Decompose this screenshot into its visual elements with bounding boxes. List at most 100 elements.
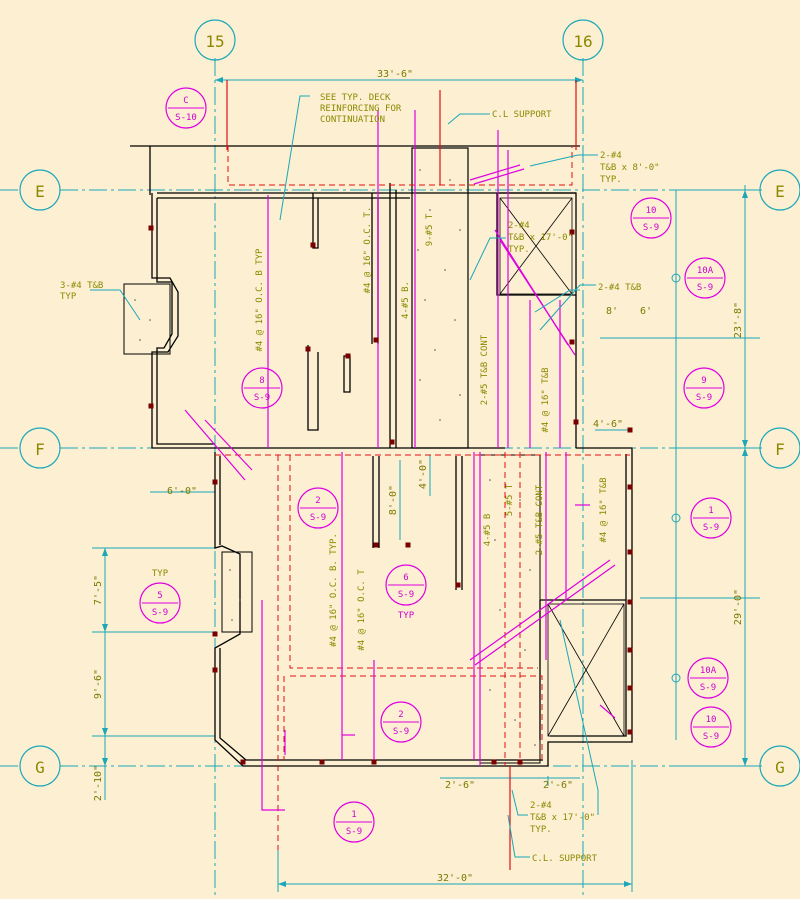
- callout-10a-lower: 10A S-9: [687, 657, 729, 699]
- callout-bottom: S-9: [254, 393, 270, 403]
- callout-1-bottom: 1 S-9: [333, 801, 375, 843]
- rebar-hooks: [148, 225, 633, 765]
- note-bars-tr-1: 2-#4: [600, 151, 622, 161]
- dim-bottom: 32'-0": [437, 873, 473, 884]
- rebar-label-8: #4 @ 16" O.C. T: [357, 569, 367, 651]
- rebar-label-2: #4 @ 16" O.C. T.: [363, 207, 373, 294]
- callouts: C S-10 10 S-9 10A S-9 8 S-9 9 S-9: [139, 87, 732, 843]
- note-cl-support-bottom: C.L. SUPPORT: [532, 854, 598, 864]
- grid-bubble-g-left: [19, 745, 61, 787]
- callout-top: 1: [351, 810, 356, 820]
- note-bars-tr-2: T&B x 8'-0": [600, 163, 660, 173]
- callout-9: 9 S-9: [683, 367, 725, 409]
- note-bars-mid-1: 2-#4: [508, 221, 530, 231]
- grid-label-f-left: F: [35, 440, 45, 459]
- grid-label-f-right: F: [775, 440, 785, 459]
- callout-top: 2: [315, 496, 320, 506]
- callout-bottom: S-9: [697, 283, 713, 293]
- callout-bottom: S-9: [393, 727, 409, 737]
- rebar-label-7: #4 @ 16" O.C. B. TYP.: [329, 533, 339, 647]
- dim-right-lower: 29'-0": [733, 589, 744, 625]
- callout-bottom: S-9: [703, 732, 719, 742]
- centerlines: [226, 80, 577, 870]
- wall-outlines: [130, 145, 633, 767]
- callout-typ-label: TYP: [152, 569, 169, 579]
- callout-10-lower: 10 S-9: [690, 706, 732, 748]
- rebar-labels: #4 @ 16" O.C. B TYP #4 @ 16" O.C. T. 4-#…: [255, 207, 609, 651]
- note-bars-bottom-1: 2-#4: [530, 801, 552, 811]
- callout-typ-label: TYP: [398, 611, 415, 621]
- callout-top: 10A: [697, 266, 714, 276]
- rebar-label-3: 4-#5 B.: [401, 281, 411, 319]
- rebar-label-1: #4 @ 16" O.C. B TYP: [255, 248, 265, 352]
- dim-four-six: 4'-6": [593, 419, 623, 430]
- callout-bottom: S-10: [175, 113, 197, 123]
- note-bars-tr-3: TYP.: [600, 175, 622, 185]
- dim-bot-left: 2'-6": [445, 780, 475, 791]
- callout-top: C: [183, 96, 188, 106]
- callout-bottom: S-9: [152, 608, 168, 618]
- dim-six: 6': [640, 306, 652, 317]
- note-cl-support-top: C.L SUPPORT: [492, 110, 552, 120]
- callout-bottom: S-9: [310, 513, 326, 523]
- callout-2-lower: 2 S-9: [380, 701, 422, 743]
- grid-bubble-f-left: [19, 427, 61, 469]
- grid-label-e-right: E: [775, 182, 785, 201]
- grid-bubble-16: [562, 19, 604, 61]
- rebar-label-12: #4 @ 16" T&B: [599, 477, 609, 542]
- callout-10-tr: 10 S-9: [630, 197, 672, 239]
- note-bars-mid-3: TYP.: [508, 245, 530, 255]
- dim-right-upper: 23'-8": [733, 302, 744, 338]
- callout-bottom: S-9: [696, 393, 712, 403]
- note-bars-mid-2: T&B x 17'-0": [508, 233, 573, 243]
- dim-eight-ft: 8'-0": [388, 485, 399, 515]
- grid-bubble-e-left: [19, 169, 61, 211]
- grid-label-g-left: G: [35, 758, 45, 777]
- note-deck-line-2: REINFORCING FOR: [320, 104, 402, 114]
- dimension-ticks: [102, 77, 748, 887]
- callout-6: 6 S-9 TYP: [385, 564, 427, 621]
- callout-top: 10A: [700, 666, 717, 676]
- dimension-texts: 33'-6" 32'-0" 23'-8" 29'-0" 7'-5" 9'-6" …: [93, 69, 744, 884]
- dim-six-ft: 6'-0": [167, 486, 197, 497]
- rebar-label-4: 9-#5 T: [425, 213, 435, 246]
- callout-bottom: S-9: [700, 683, 716, 693]
- callout-8: 8 S-9: [241, 367, 283, 409]
- callout-bottom: S-9: [398, 590, 414, 600]
- callout-2-upper: 2 S-9: [297, 487, 339, 529]
- callout-bottom: S-9: [703, 523, 719, 533]
- grid-bubbles: 15 16 E F G E F G: [19, 19, 800, 787]
- callout-top: 8: [259, 376, 264, 386]
- callout-top: 10: [706, 715, 717, 725]
- grid-label-g-right: G: [775, 758, 785, 777]
- callout-bottom: S-9: [346, 827, 362, 837]
- callout-10a-upper: 10A S-9: [684, 257, 726, 299]
- note-bars-bottom-3: TYP.: [530, 825, 552, 835]
- callout-top: 9: [701, 376, 706, 386]
- leader-lines: [90, 95, 599, 858]
- callout-top: 1: [708, 506, 713, 516]
- dim-bot-right: 2'-6": [543, 780, 573, 791]
- callout-bottom: S-9: [643, 223, 659, 233]
- grid-label-e-left: E: [35, 182, 45, 201]
- note-deck-line-1: SEE TYP. DECK: [320, 93, 391, 103]
- note-deck-line-3: CONTINUATION: [320, 115, 385, 125]
- beam-stipple: [134, 169, 536, 746]
- dim-four-ft: 4'-0": [418, 459, 429, 489]
- dim-left-lower: 2'-10": [93, 765, 104, 801]
- rebar-label-6: #4 @ 16" T&B: [541, 367, 551, 432]
- dim-eight: 8': [606, 306, 618, 317]
- dimension-lines: [92, 79, 760, 892]
- grid-bubble-15: [194, 19, 236, 61]
- note-bars-bottom-2: T&B x 17'-0": [530, 813, 595, 823]
- note-bars-left-1: 3-#4 T&B: [60, 281, 103, 291]
- callout-top: 2: [398, 710, 403, 720]
- callout-c-s10: C S-10: [165, 87, 207, 129]
- dimension-circles: [671, 273, 681, 683]
- rebar-label-11: 2-#5 T&B CONT: [535, 484, 545, 555]
- callout-5: TYP 5 S-9: [139, 569, 181, 624]
- dim-left-mid: 9'-6": [93, 669, 104, 699]
- rebar-label-5: 2-#5 T&B CONT: [480, 334, 490, 405]
- rebar-lines: [184, 110, 616, 811]
